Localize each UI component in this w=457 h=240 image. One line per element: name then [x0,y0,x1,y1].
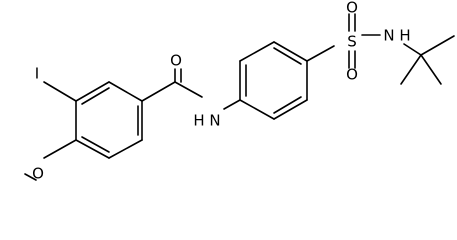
sulfonyl-oxygen-top-label: O [346,0,358,17]
bond [108,139,143,159]
bond-lines [24,13,455,181]
bond [306,45,335,62]
bond [75,139,110,159]
amide-nitrogen-label: H N [193,112,220,130]
bond [273,41,308,62]
iodine-label: I [35,65,39,83]
bond [223,99,241,110]
molecule-structure: I O H N S O O N H O [24,0,455,183]
bond [43,139,77,159]
bond [239,99,275,120]
structure-svg: I O H N S O O N H O [24,0,455,183]
bond [141,81,176,102]
bond [273,99,308,120]
sulfonyl-oxygen-bottom-label: O [346,66,358,84]
bond [420,54,442,85]
bond [174,81,203,98]
bond [81,136,110,153]
bond [273,47,302,65]
atom-labels: I O H N S O O N H O [32,0,411,183]
bond [273,96,302,114]
methoxy-oxygen-label: O [32,165,44,183]
carbonyl-oxygen-label: O [170,52,182,70]
bond [75,81,110,102]
bond [400,54,422,85]
sulfonamide-nitrogen-label: N H [383,27,410,45]
bond [24,173,37,181]
bond [403,43,422,56]
bond [43,81,77,102]
sulfur-label: S [347,33,357,51]
bond [81,87,110,105]
bond [108,81,143,102]
bond [239,41,275,62]
bond [420,35,455,56]
